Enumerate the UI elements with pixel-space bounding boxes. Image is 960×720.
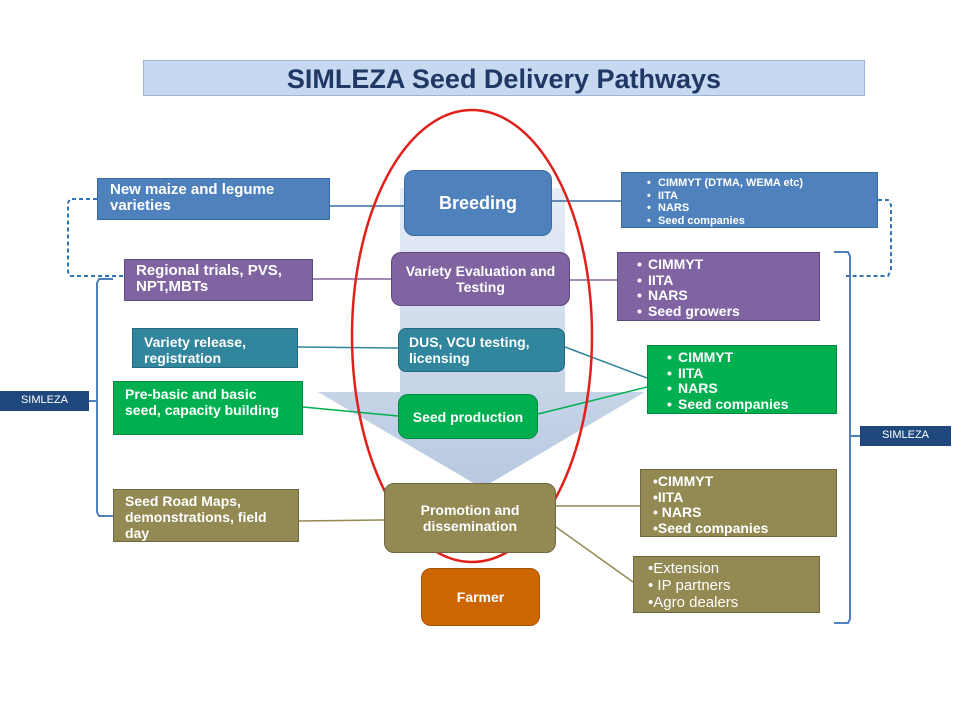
partner-item: Seed companies <box>667 396 828 413</box>
partner-item: IITA <box>667 365 828 382</box>
stage-breeding: Breeding <box>404 170 552 236</box>
box-release: Variety release, registration <box>132 328 298 368</box>
partner-item: Seed companies <box>647 215 867 228</box>
box-promotion-partners: •CIMMYT •IITA • NARS •Seed companies <box>640 469 837 537</box>
connector-release <box>297 346 399 349</box>
box-regional-trials: Regional trials, PVS, NPT,MBTs <box>124 259 313 301</box>
box-new-varieties: New maize and legume varieties <box>97 178 330 220</box>
stage-dus: DUS, VCU testing, licensing <box>398 328 565 372</box>
partner-item: NARS <box>667 380 828 397</box>
box-evaluation-partners: CIMMYT IITA NARS Seed growers <box>617 252 820 321</box>
box-breeding-partners: CIMMYT (DTMA, WEMA etc) IITA NARS Seed c… <box>621 172 878 228</box>
partner-item: CIMMYT <box>637 256 811 273</box>
left-dashed-bracket <box>67 198 124 277</box>
stage-promotion: Promotion and dissemination <box>384 483 556 553</box>
partner-item: Seed growers <box>637 303 811 320</box>
page-title: SIMLEZA Seed Delivery Pathways <box>143 60 865 96</box>
partner-item: •IITA <box>653 488 684 505</box>
connector-prebasic <box>302 406 399 417</box>
highlight-oval <box>350 108 594 564</box>
right-bracket <box>834 251 851 624</box>
box-road-maps: Seed Road Maps, demonstrations, field da… <box>113 489 299 542</box>
right-dashed-bracket <box>846 199 892 277</box>
partner-item: IITA <box>647 190 867 203</box>
partner-item: CIMMYT <box>667 349 828 366</box>
stage-farmer: Farmer <box>421 568 540 626</box>
box-production-partners: CIMMYT IITA NARS Seed companies <box>647 345 837 414</box>
partner-item: •Seed companies <box>653 519 769 536</box>
partner-item: •Extension <box>648 560 720 577</box>
partner-item: • IP partners <box>648 577 731 594</box>
stage-evaluation: Variety Evaluation and Testing <box>391 252 570 306</box>
connector-road-maps <box>298 519 385 522</box>
partner-item: IITA <box>637 272 811 289</box>
stage-seed-production: Seed production <box>398 394 538 439</box>
connector-production-partners <box>537 386 648 415</box>
partner-item: •CIMMYT <box>653 473 714 489</box>
connector-extension-partners <box>555 526 634 583</box>
partner-item: NARS <box>647 202 867 215</box>
connector-dus-partners <box>564 346 648 379</box>
partner-item: • NARS <box>653 504 702 520</box>
box-prebasic: Pre-basic and basic seed, capacity build… <box>113 381 303 435</box>
simleza-left-label: SIMLEZA <box>0 391 89 411</box>
partner-item: NARS <box>637 287 811 304</box>
box-extension-partners: •Extension • IP partners •Agro dealers <box>633 556 820 613</box>
partner-item: •Agro dealers <box>648 594 739 611</box>
left-bracket <box>96 278 113 517</box>
simleza-right-label: SIMLEZA <box>860 426 951 446</box>
partner-item: CIMMYT (DTMA, WEMA etc) <box>647 177 867 190</box>
